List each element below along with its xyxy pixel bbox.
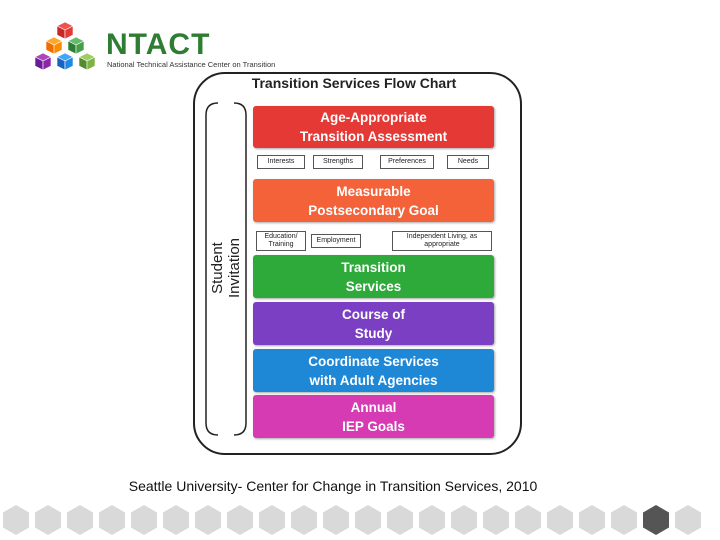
footer-hexagon [611, 505, 637, 535]
transition-services-box: Transition Services [253, 255, 494, 298]
age-appropriate-assessment-box: Age-Appropriate Transition Assessment [253, 106, 494, 148]
course-of-study-box: Course of Study [253, 302, 494, 345]
strengths-item: Strengths [313, 155, 363, 169]
logo-subtitle: National Technical Assistance Center on … [107, 60, 276, 69]
annual-iep-goals-box: Annual IEP Goals [253, 395, 494, 438]
footer-hexagon [163, 505, 189, 535]
logo-title: NTACT [106, 28, 211, 61]
footer-hexagon [99, 505, 125, 535]
footer-hexagon [355, 505, 381, 535]
flowchart-title: Transition Services Flow Chart [251, 75, 457, 91]
footer-hexagon [195, 505, 221, 535]
footer-hexagon [227, 505, 253, 535]
employment-item: Employment [311, 234, 361, 248]
needs-item: Needs [447, 155, 489, 169]
footer-hexagon [3, 505, 29, 535]
footer-hexagon [131, 505, 157, 535]
footer-hexagon [675, 505, 701, 535]
footer-hexagon [547, 505, 573, 535]
cube-cluster-icon [34, 21, 96, 71]
footer-hexagon [419, 505, 445, 535]
footer-hexagon [259, 505, 285, 535]
preferences-item: Preferences [380, 155, 434, 169]
student-invitation-bracket [205, 102, 247, 436]
footer-hexagon [291, 505, 317, 535]
footer-hexagon [387, 505, 413, 535]
independent-living-item: Independent Living, as appropriate [392, 231, 492, 251]
interests-item: Interests [257, 155, 305, 169]
footer-hexagon [451, 505, 477, 535]
footer-hexagon [643, 505, 669, 535]
student-invitation-label: Student Invitation [209, 237, 243, 299]
footer-hexagon-strip [3, 505, 701, 535]
source-caption: Seattle University- Center for Change in… [128, 478, 538, 494]
footer-hexagon [579, 505, 605, 535]
coordinate-services-box: Coordinate Services with Adult Agencies [253, 349, 494, 392]
footer-hexagon [323, 505, 349, 535]
footer-hexagon [67, 505, 93, 535]
postsecondary-goal-box: Measurable Postsecondary Goal [253, 179, 494, 222]
ntact-logo: NTACT National Technical Assistance Cent… [30, 21, 290, 82]
footer-hexagon [483, 505, 509, 535]
footer-hexagon [515, 505, 541, 535]
footer-hexagon [35, 505, 61, 535]
education-training-item: Education/ Training [256, 231, 306, 251]
